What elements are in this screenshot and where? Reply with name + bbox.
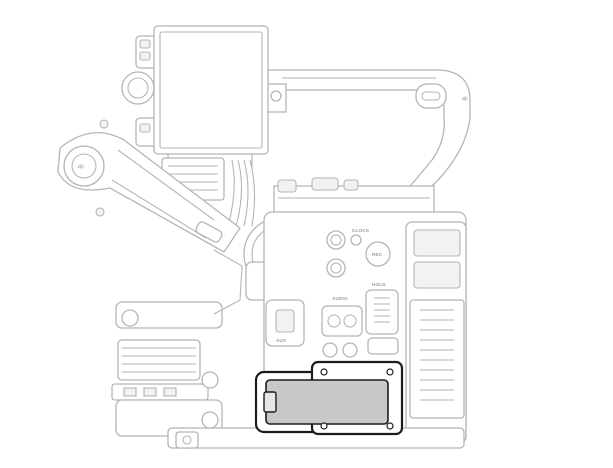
rec-button	[365, 241, 391, 267]
handle-record-button	[415, 83, 447, 109]
panel-knob-upper	[326, 230, 346, 250]
label-aux: AUX	[276, 338, 287, 343]
audio-jack-2	[342, 342, 358, 358]
handle-logo: dji	[462, 96, 468, 101]
label-audio: AUDIO	[332, 296, 348, 301]
body-top	[273, 177, 435, 215]
arm-knob	[63, 145, 105, 187]
audio-jack-1	[322, 342, 338, 358]
label-hold: HOLD	[372, 282, 386, 287]
cover-latch	[263, 391, 277, 413]
control-panel: CLOCK REC AUDIO HOLD AUX	[265, 228, 399, 358]
monitor-screen	[153, 25, 269, 155]
audio-controls	[321, 305, 363, 337]
panel-knob-lower	[326, 258, 346, 278]
usb-port	[367, 337, 399, 355]
label-clock: CLOCK	[352, 228, 370, 233]
monitor-dial	[121, 71, 155, 105]
side-cover-highlighted	[254, 360, 404, 436]
hold-switch	[365, 289, 399, 335]
top-handle: dji	[265, 69, 471, 201]
side-arm: dji	[57, 119, 241, 253]
clock-button	[350, 234, 362, 246]
focus-ring	[117, 339, 201, 381]
lens	[111, 249, 243, 437]
label-rec: REC	[372, 252, 383, 257]
monitor	[121, 25, 269, 227]
arm-logo: dji	[78, 164, 84, 169]
cover-panel	[265, 379, 389, 425]
